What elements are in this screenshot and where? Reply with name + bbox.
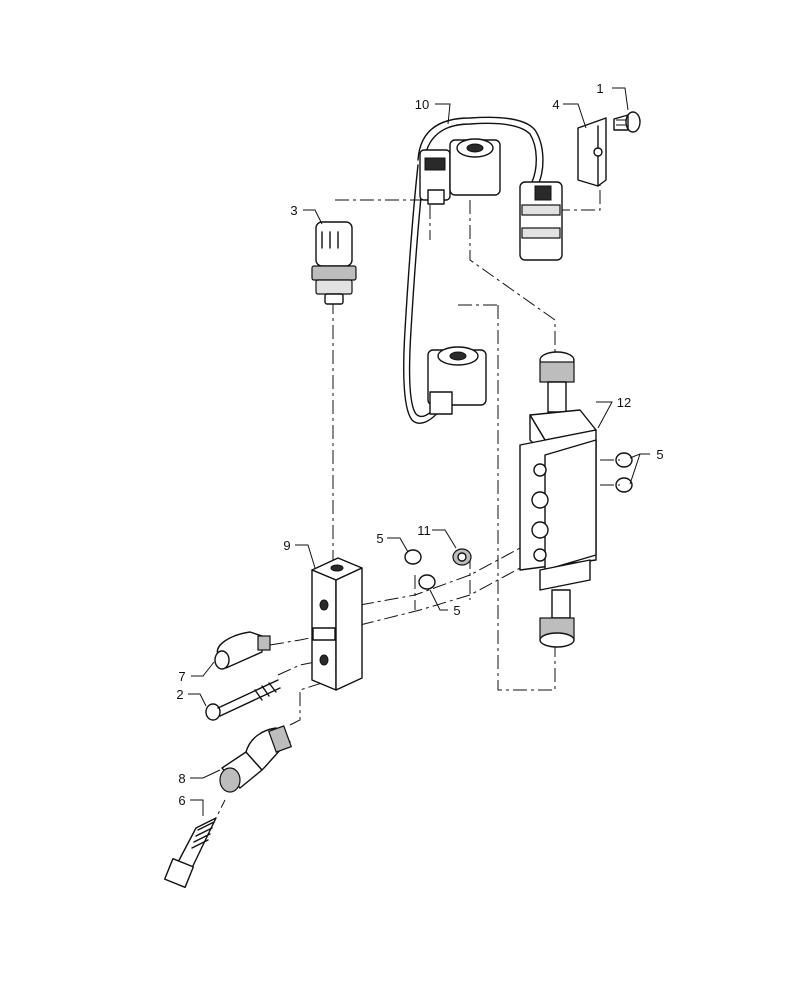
bolt <box>205 679 281 721</box>
bracket <box>577 117 607 187</box>
callout-1: 1 <box>596 81 603 96</box>
manifold-block <box>311 557 363 691</box>
callout-5-center-lower: 5 <box>453 603 460 618</box>
callout-4: 4 <box>552 97 559 112</box>
callout-7: 7 <box>178 669 185 684</box>
callout-6: 6 <box>178 793 185 808</box>
callout-8: 8 <box>178 771 185 786</box>
callout-11: 11 <box>417 523 431 538</box>
callout-9: 9 <box>283 538 290 553</box>
o-ring-right-upper <box>615 452 633 468</box>
directional-valve <box>519 351 597 648</box>
fitting <box>214 631 271 670</box>
callout-leaders <box>188 87 650 816</box>
callout-12: 12 <box>617 395 631 410</box>
callout-5-right: 5 <box>656 447 663 462</box>
o-ring-center-upper <box>404 549 422 565</box>
callout-2: 2 <box>176 687 183 702</box>
callout-3: 3 <box>290 203 297 218</box>
callout-10: 10 <box>415 97 429 112</box>
pressure-sensor <box>311 221 357 305</box>
harness-connector-right <box>519 181 563 261</box>
o-ring-right-lower <box>615 477 633 493</box>
o-ring-center-lower <box>418 574 436 590</box>
callout-labels: 1 4 10 3 12 5 5 5 11 9 7 2 8 6 <box>176 81 663 808</box>
o-rings <box>404 452 633 590</box>
hose <box>163 817 217 889</box>
wiring-harness <box>402 116 563 424</box>
plug <box>452 548 472 566</box>
callout-5-center-upper: 5 <box>376 531 383 546</box>
elbow-fitting <box>219 725 293 793</box>
screw <box>613 111 641 133</box>
